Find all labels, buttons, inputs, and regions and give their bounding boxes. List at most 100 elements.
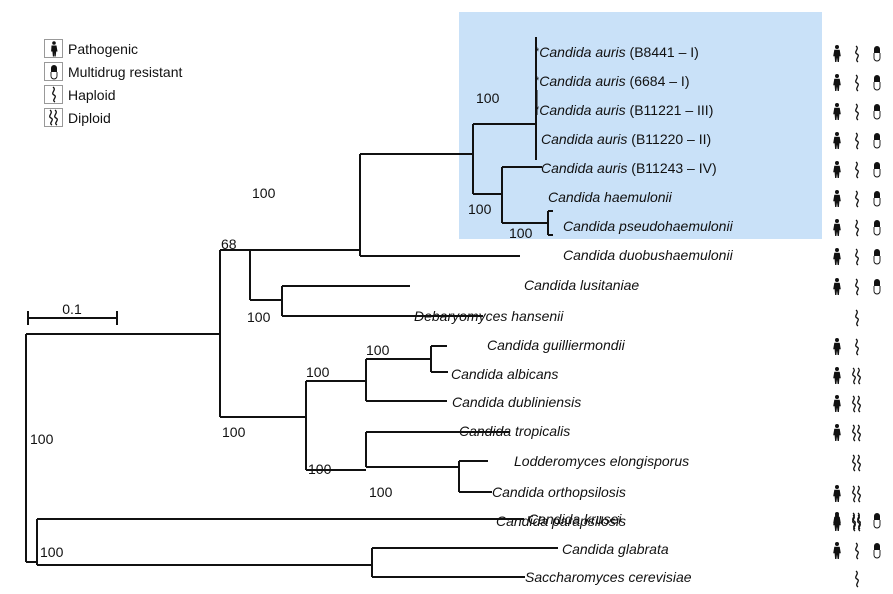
haploid-icon [855,103,859,121]
legend-label: Diploid [68,109,111,126]
species-name: Candida haemulonii [548,189,673,205]
species-name: Candida lusitaniae [524,277,639,293]
pathogenic-icon [833,485,841,502]
species-name: Candida pseudohaemulonii [563,218,734,234]
taxon-label: Candida orthopsilosis [492,484,626,500]
bootstrap-value: 68 [221,236,237,252]
species-name: Candida dubliniensis [452,394,581,410]
taxon-label: Candida parapsilosis [496,513,626,529]
taxon-label: Candida haemulonii [548,189,673,205]
multidrug-resistant-icon [873,191,881,207]
species-name: Candida krusei [528,511,622,527]
taxon-label: Candida albicans [451,366,558,382]
taxon-label: Candida duobushaemulonii [563,247,734,263]
legend-item-pathogenic: Pathogenic [44,37,182,60]
pathogenic-icon [44,39,63,58]
species-name: Candida duobushaemulonii [563,247,734,263]
bootstrap-value: 100 [222,424,246,440]
legend-label: Haploid [68,86,116,103]
taxon-label: Candida dubliniensis [452,394,581,410]
strain-id: (B11243 – IV) [627,160,716,176]
taxon-label: Candida guilliermondii [487,337,626,353]
taxon-label: Candida krusei [528,511,622,527]
multidrug-resistant-icon [873,543,881,559]
haploid-icon [855,248,859,266]
pathogenic-icon [833,248,841,265]
taxon-label: Candida auris (B11243 – IV) [541,160,717,176]
haploid-icon [855,542,859,560]
pathogenic-icon [833,424,841,441]
pathogenic-icon [833,542,841,559]
species-name: Candida auris [541,160,627,176]
diploid-icon [852,424,861,442]
taxon-label: Lodderomyces elongisporus [514,453,689,469]
taxon-label: Candida tropicalis [459,423,570,439]
diploid-icon [44,108,63,127]
bootstrap-value: 100 [40,544,64,560]
species-name: Candida auris [539,44,625,60]
bootstrap-value: 100 [366,342,390,358]
strain-id: (B11220 – II) [627,131,711,147]
species-name: Candida tropicalis [459,423,570,439]
multidrug-resistant-icon [873,249,881,265]
multidrug-resistant-icon [44,62,63,81]
candida-auris-clade-highlight [459,12,822,239]
diploid-icon [852,367,861,385]
haploid-icon [855,45,859,63]
pathogenic-icon [833,190,841,207]
species-name: Candida orthopsilosis [492,484,626,500]
bootstrap-value: 100 [369,484,393,500]
pathogenic-icon [833,338,841,355]
species-name: Debaryomyces hansenii [414,308,564,324]
bootstrap-value: 100 [306,364,330,380]
multidrug-resistant-icon [873,46,881,62]
legend-item-haploid: Haploid [44,83,182,106]
bootstrap-value: 100 [509,225,533,241]
bootstrap-value: 100 [468,201,492,217]
multidrug-resistant-icon [873,75,881,91]
taxon-label: Debaryomyces hansenii [414,308,564,324]
taxon-label: *Candida auris (B11221 – III) [535,102,713,118]
legend-item-diploid: Diploid [44,106,182,129]
species-name: Saccharomyces cerevisiae [525,569,692,585]
taxon-label: *Candida auris (B8441 – I) [535,44,699,60]
multidrug-resistant-icon [873,279,881,295]
species-name: Candida auris [539,102,625,118]
bootstrap-value: 100 [476,90,500,106]
legend-label: Multidrug resistant [68,63,183,80]
bootstrap-value: 100 [252,185,276,201]
species-name: Candida auris [539,73,625,89]
diploid-icon [852,454,861,472]
type-strain-asterisk: * [535,75,540,87]
haploid-icon [855,309,859,327]
bootstrap-value: 100 [308,461,332,477]
diploid-icon [852,485,861,503]
haploid-icon [855,74,859,92]
strain-id: (B11221 – III) [626,102,714,118]
multidrug-resistant-icon [873,104,881,120]
pathogenic-icon [833,395,841,412]
haploid-icon [855,132,859,150]
scale-bar-label: 0.1 [62,301,82,317]
multidrug-resistant-icon [873,220,881,236]
legend-label: Pathogenic [68,40,139,57]
taxon-label: Candida auris (B11220 – II) [541,131,711,147]
species-name: Candida glabrata [562,541,669,557]
type-strain-asterisk: * [535,46,540,58]
multidrug-resistant-icon [873,162,881,178]
legend-item-multidrug-resistant: Multidrug resistant [44,60,182,83]
pathogenic-icon [833,278,841,295]
pathogenic-icon [833,132,841,149]
pathogenic-icon [833,74,841,91]
diploid-icon [852,395,861,413]
taxon-label: Saccharomyces cerevisiae [525,569,692,585]
species-name: Candida auris [541,131,627,147]
haploid-icon [855,570,859,588]
species-name: Candida guilliermondii [487,337,626,353]
species-name: Candida parapsilosis [496,513,626,529]
pathogenic-icon [833,367,841,384]
legend: Pathogenic Multidrug resistant Haploid D… [44,37,182,129]
strain-id: (B8441 – I) [626,44,699,60]
pathogenic-icon [833,45,841,62]
taxon-label: *Candida auris (6684 – I) [535,73,690,89]
